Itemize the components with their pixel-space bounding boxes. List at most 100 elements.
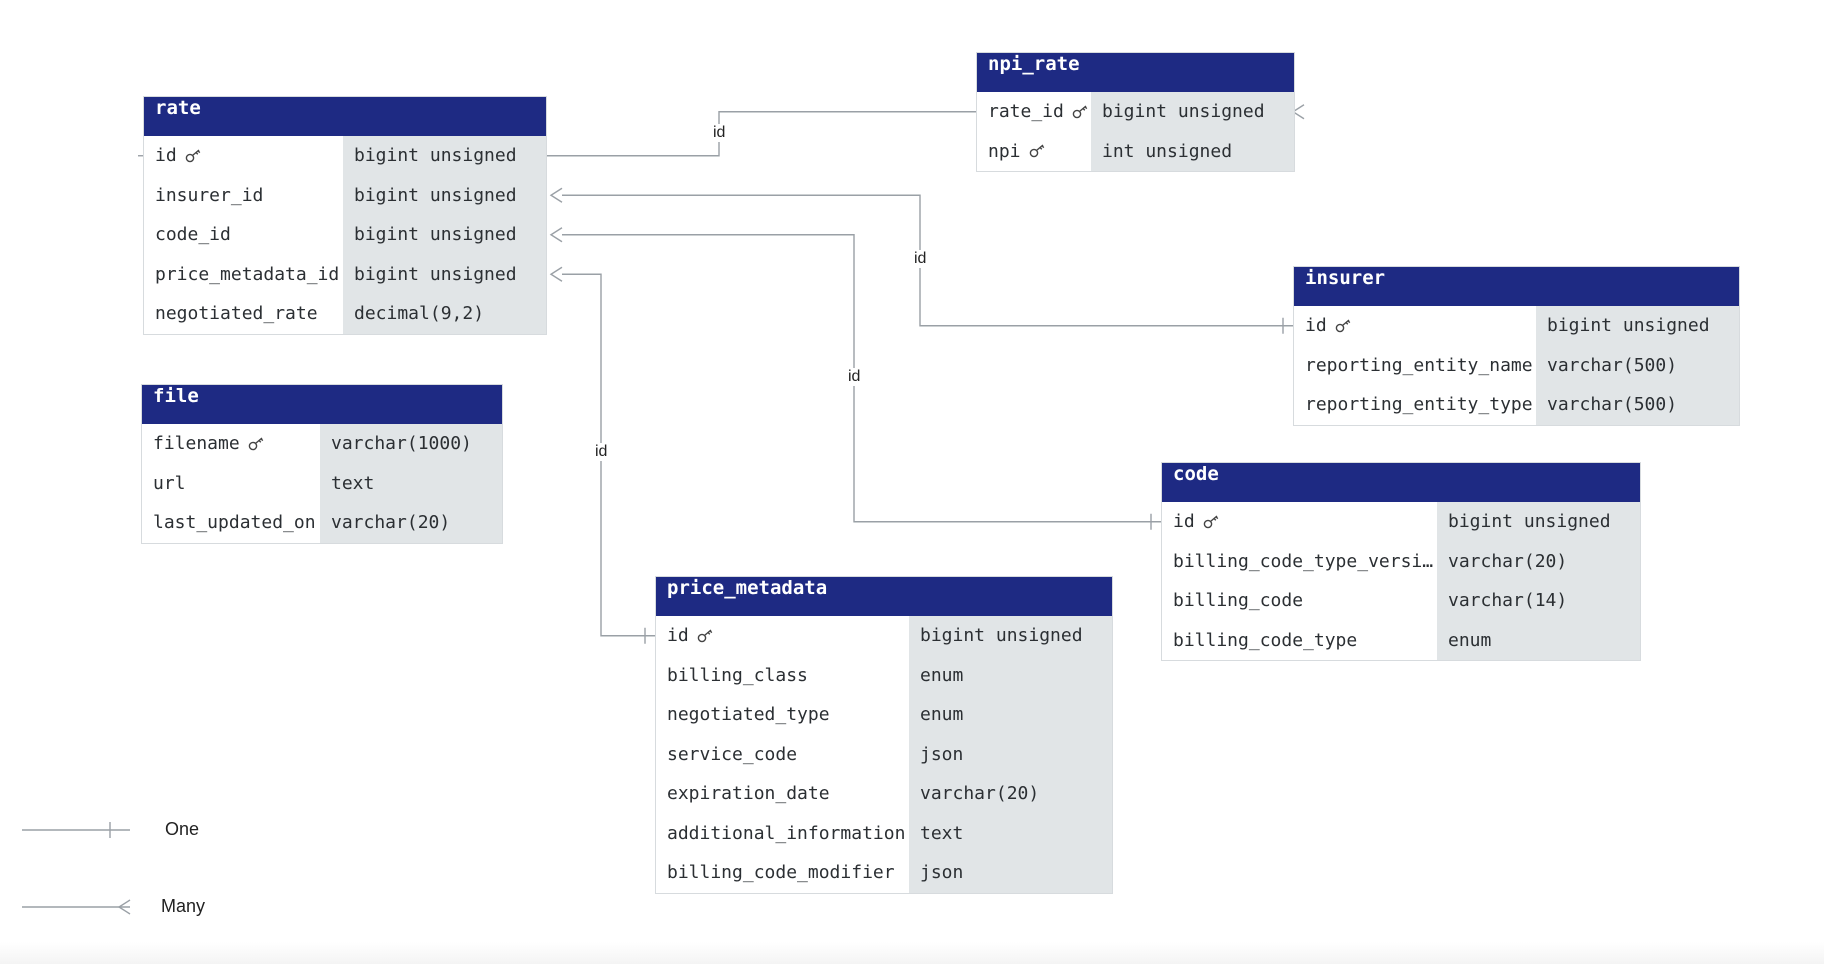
field-name: negotiated_rate [144,294,343,334]
field-name-text: last_updated_on [153,512,316,534]
field-type: varchar(500) [1536,345,1739,385]
field-name: id [1294,306,1536,346]
field-name: service_code [656,734,909,774]
legend-many-marker [117,899,131,915]
field-name-text: billing_code_modifier [667,862,895,884]
rel-label-price-metadata: id [593,443,610,461]
table-header[interactable]: file [142,385,502,424]
field-name: id [656,616,909,656]
field-type: bigint unsigned [343,175,546,215]
field-row[interactable]: id bigint unsigned [1162,502,1640,542]
field-name: npi [977,131,1091,171]
field-row[interactable]: code_id bigint unsigned [144,215,546,255]
field-name-text: id [667,625,689,647]
field-name: reporting_entity_name [1294,345,1536,385]
field-type: json [909,853,1112,893]
field-name: billing_code_modifier [656,853,909,893]
many-end-marker [1291,104,1305,120]
key-icon [1335,319,1353,333]
field-name-text: id [155,145,177,167]
table-header[interactable]: price_metadata [656,577,1112,616]
field-name: negotiated_type [656,695,909,735]
field-name-text: price_metadata_id [155,263,340,285]
field-name: code_id [144,215,343,255]
field-name-text: additional_information [667,822,906,844]
field-name: url [142,463,320,503]
field-type: varchar(1000) [320,424,502,464]
table-header[interactable]: code [1162,463,1640,502]
field-type: bigint unsigned [343,215,546,255]
field-name-text: url [153,472,186,494]
table-header[interactable]: insurer [1294,267,1739,306]
key-icon [1029,144,1047,158]
field-type: varchar(14) [1437,581,1640,621]
field-name-text: reporting_entity_type [1305,394,1533,416]
field-row[interactable]: insurer_id bigint unsigned [144,175,546,215]
field-name-text: reporting_entity_name [1305,354,1533,376]
table-header[interactable]: rate [144,97,546,136]
legend-one-label: One [165,819,200,839]
field-row[interactable]: billing_class enum [656,655,1112,695]
field-name-text: rate_id [988,101,1064,123]
key-icon [1203,515,1221,529]
table-header[interactable]: npi_rate [977,53,1294,92]
field-name-text: billing_code_type [1173,629,1358,651]
many-end-marker [549,266,563,282]
field-name: rate_id [977,92,1091,132]
field-type: varchar(20) [320,503,502,543]
field-name-text: insurer_id [155,184,264,206]
field-row[interactable]: billing_code_modifier json [656,853,1112,893]
field-type: bigint unsigned [1437,502,1640,542]
rel-label-code: id [846,368,863,386]
many-end-marker [549,187,563,203]
field-type: int unsigned [1091,131,1294,171]
field-name: billing_code [1162,581,1437,621]
field-type: varchar(20) [909,774,1112,814]
field-name-text: id [1173,511,1195,533]
field-type: varchar(20) [1437,541,1640,581]
key-icon [185,149,203,163]
field-name: billing_class [656,655,909,695]
field-type: text [320,463,502,503]
field-name: billing_code_type [1162,620,1437,660]
field-type: bigint unsigned [909,616,1112,656]
field-type: json [909,734,1112,774]
field-type: enum [909,695,1112,735]
field-row[interactable]: rate_id bigint unsigned [977,92,1294,132]
key-icon [697,629,715,643]
field-name-text: billing_class [667,664,808,686]
field-type: decimal(9,2) [343,294,546,334]
field-row[interactable]: url text [142,463,502,503]
field-type: bigint unsigned [1091,92,1294,132]
field-row[interactable]: id bigint unsigned [656,616,1112,656]
field-name-text: billing_code_type_version [1173,550,1437,572]
field-type: varchar(500) [1536,385,1739,425]
field-name-text: code_id [155,224,231,246]
rel-label-insurer: id [912,250,929,268]
field-name-text: negotiated_rate [155,303,318,325]
field-row[interactable]: negotiated_rate decimal(9,2) [144,294,546,334]
field-name: last_updated_on [142,503,320,543]
field-type: enum [909,655,1112,695]
